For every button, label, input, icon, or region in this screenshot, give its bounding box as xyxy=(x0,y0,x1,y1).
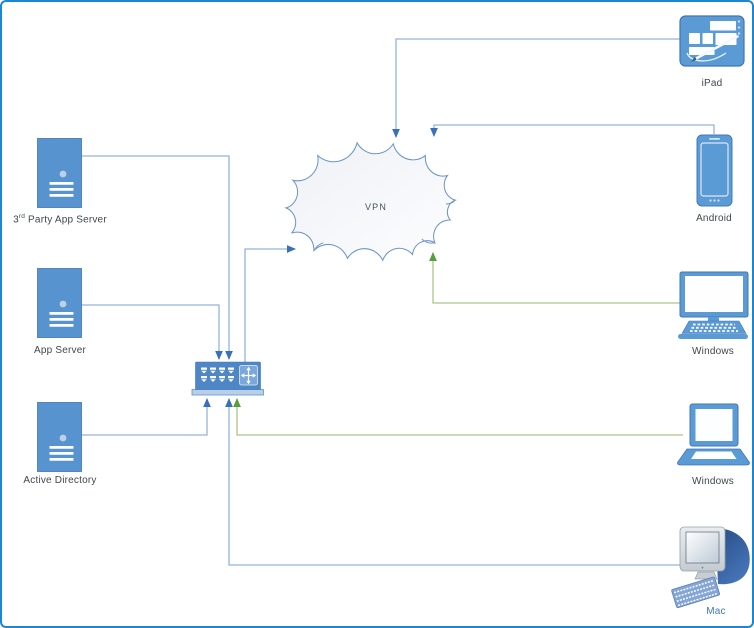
vpn-label: VPN xyxy=(364,202,388,212)
server-icon xyxy=(37,268,82,338)
node-switch[interactable] xyxy=(191,361,264,396)
connector-3rdparty-to-switch xyxy=(82,155,233,361)
android-label: Android xyxy=(696,213,732,224)
windows-laptop-label: Windows xyxy=(692,476,734,487)
connector-ipad-to-vpn xyxy=(392,38,680,139)
connector-appserver-to-switch xyxy=(82,304,223,361)
mac-label: Mac xyxy=(706,606,726,617)
node-ipad[interactable] xyxy=(679,15,745,67)
connector-switch-to-vpn xyxy=(244,245,297,362)
imac-icon xyxy=(671,526,750,609)
connector-android-to-vpn xyxy=(430,124,715,138)
laptop-icon xyxy=(677,403,750,466)
app-server-label: App Server xyxy=(33,345,87,356)
tablet-icon xyxy=(679,15,745,67)
server-icon xyxy=(37,402,82,472)
switch-icon xyxy=(191,361,264,396)
node-windows-laptop[interactable] xyxy=(677,403,750,466)
node-app-server[interactable] xyxy=(37,268,82,338)
node-active-directory[interactable] xyxy=(37,402,82,472)
connector-laptop-to-switch xyxy=(233,397,683,436)
desktop-computer-icon xyxy=(678,271,749,339)
connector-activedirectory-to-switch xyxy=(82,397,211,436)
windows-desktop-label: Windows xyxy=(692,346,734,357)
connector-mac-to-switch xyxy=(225,397,680,566)
connector-desktop-to-vpn xyxy=(429,251,680,304)
node-windows-desktop[interactable] xyxy=(678,271,749,339)
node-mac[interactable] xyxy=(671,526,750,609)
node-third-party-app-server[interactable] xyxy=(37,138,82,208)
node-android[interactable] xyxy=(696,134,733,207)
third-party-app-server-label: 3rd Party App Server xyxy=(13,213,107,226)
server-icon xyxy=(37,138,82,208)
cloud-shape xyxy=(284,141,457,262)
vpn-cloud[interactable] xyxy=(284,141,457,262)
ipad-label: iPad xyxy=(701,78,723,89)
smartphone-icon xyxy=(696,134,733,207)
active-directory-label: Active Directory xyxy=(23,475,97,486)
